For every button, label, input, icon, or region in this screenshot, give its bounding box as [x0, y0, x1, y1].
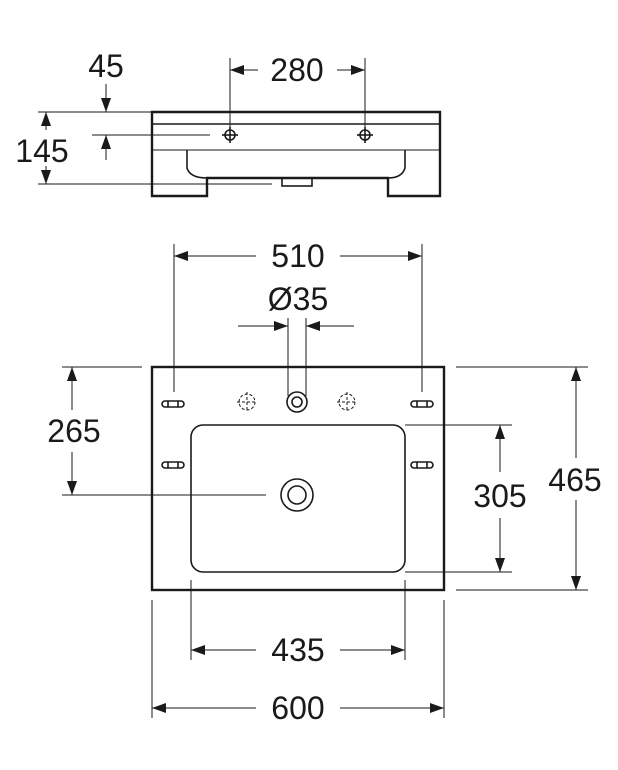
optional-tap-right-icon	[337, 392, 357, 412]
dim-465-label: 465	[548, 462, 601, 498]
mounting-bolt-tl-icon	[161, 400, 185, 408]
side-view: 280 45 145	[15, 48, 442, 198]
mounting-bolt-br-icon	[410, 461, 434, 469]
plan-view-outline	[150, 365, 446, 592]
optional-tap-left-icon	[237, 392, 257, 412]
plan-view: 510 Ø35 265 305 465	[47, 238, 601, 726]
dim-diameter-label: Ø35	[268, 281, 328, 317]
dim-305-label: 305	[473, 478, 526, 514]
side-tap-right-icon	[357, 127, 373, 143]
dim-265-label: 265	[47, 413, 100, 449]
mounting-bolt-tr-icon	[410, 400, 434, 408]
drain-icon	[280, 478, 314, 512]
dim-145-label: 145	[15, 133, 68, 169]
mounting-bolt-bl-icon	[161, 461, 185, 469]
dim-280-label: 280	[270, 52, 323, 88]
dim-45-label: 45	[88, 48, 124, 84]
dim-600-label: 600	[271, 690, 324, 726]
side-view-drain	[281, 177, 313, 187]
dim-510-label: 510	[271, 238, 324, 274]
side-view-bowl	[186, 150, 406, 179]
dim-435-label: 435	[271, 632, 324, 668]
plan-view-bowl	[190, 424, 406, 573]
tap-hole-icon	[286, 391, 308, 413]
side-tap-left-icon	[222, 127, 238, 143]
